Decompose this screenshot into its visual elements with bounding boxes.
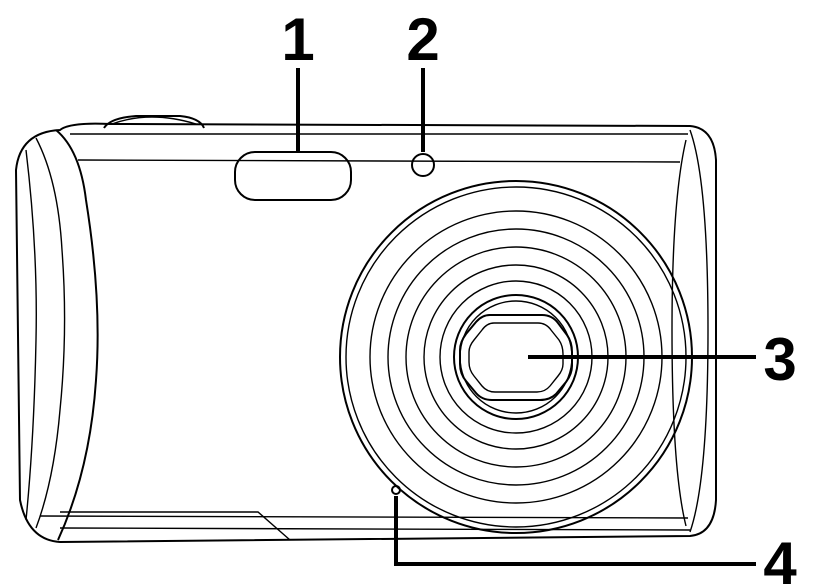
- shutter-button: [103, 115, 205, 129]
- callout-label-3: 3: [763, 326, 796, 393]
- self-timer-lamp: [411, 153, 435, 177]
- callout-label-4: 4: [763, 530, 797, 588]
- camera-body: [14, 122, 717, 544]
- leader-line-4: [394, 496, 756, 566]
- callout-label-1: 1: [281, 6, 314, 73]
- flash-window: [234, 151, 352, 201]
- microphone-hole: [391, 485, 401, 495]
- hand-grip: [25, 129, 291, 541]
- callout-label-2: 2: [406, 6, 439, 73]
- side-panel: [671, 129, 709, 533]
